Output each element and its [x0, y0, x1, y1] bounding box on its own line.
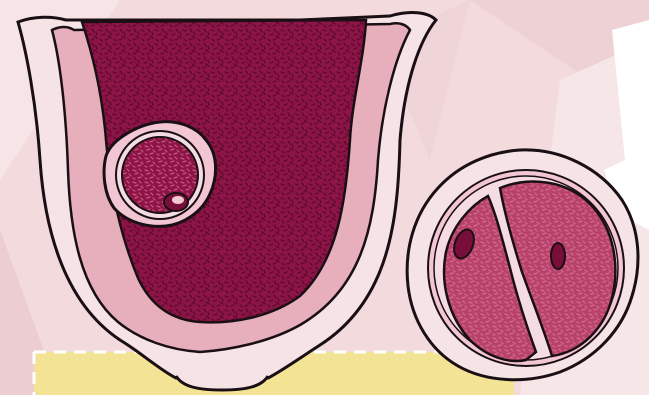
two-cell-embryo	[407, 150, 638, 380]
nucleus-right	[551, 243, 565, 269]
implanting-egg	[104, 122, 216, 227]
